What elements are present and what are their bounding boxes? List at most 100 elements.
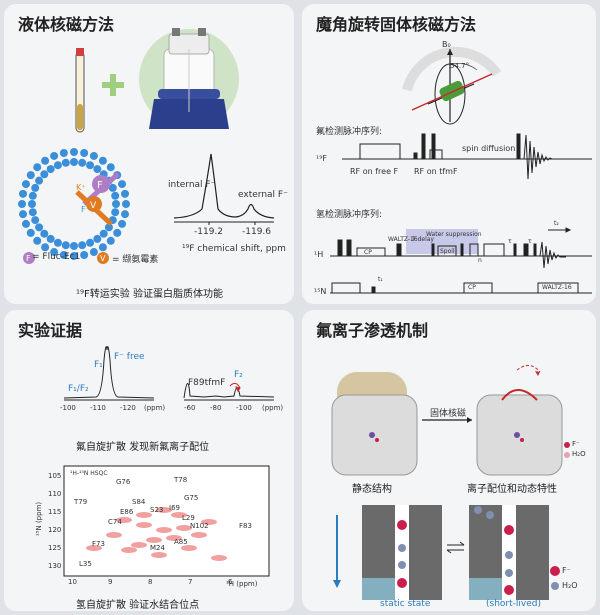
legend2-water: H₂O bbox=[562, 581, 578, 590]
state-static: static state bbox=[380, 599, 431, 609]
f19-pulse-sequence bbox=[342, 133, 592, 180]
svg-text:F: F bbox=[26, 254, 31, 263]
hsqc-peak-label: M24 bbox=[150, 544, 165, 552]
hsqc-xtick: 10 bbox=[68, 578, 77, 586]
equilibrium-arrows-icon bbox=[446, 541, 465, 554]
hsqc-xtick: 6 bbox=[228, 578, 233, 586]
panel-title: 氟离子渗透机制 bbox=[316, 321, 429, 340]
spec1-label: F₁ bbox=[94, 360, 103, 370]
seq2-label: T delay bbox=[412, 236, 434, 243]
seq2-label: τ bbox=[508, 238, 512, 245]
hsqc-ytick: 115 bbox=[48, 508, 62, 516]
hsqc-ylabel: ¹⁵N (ppm) bbox=[35, 501, 44, 537]
hsqc-peak-label: I69 bbox=[169, 504, 180, 512]
liquid-caption: ¹⁹F转运实验 验证蛋白脂质体功能 bbox=[76, 289, 223, 300]
seq1-title: 氟检测脉冲序列: bbox=[316, 127, 383, 137]
hsqc-peak-label: T78 bbox=[174, 476, 188, 484]
evidence-figure bbox=[63, 346, 275, 577]
spec1-label: F⁻ free bbox=[114, 352, 145, 362]
evidence-caption-1: 氟自旋扩散 发现新氟离子配位 bbox=[76, 442, 210, 453]
hsqc-ytick: 130 bbox=[48, 562, 62, 570]
hsqc-ytick: 110 bbox=[48, 490, 62, 498]
channel-dynamic-icon bbox=[469, 505, 549, 600]
b0-label: B₀ bbox=[442, 40, 451, 49]
hsqc-peak-label: F83 bbox=[239, 522, 252, 530]
spec2-tick: -100 bbox=[236, 404, 252, 412]
hsqc-peak-label: E86 bbox=[120, 508, 134, 516]
seq1-label: spin diffusion bbox=[462, 144, 516, 153]
hsqc-xlabel: ¹H (ppm) bbox=[226, 580, 258, 588]
magic-angle-rotor-icon bbox=[402, 47, 502, 125]
downward-arrow-icon bbox=[333, 515, 341, 588]
nmr-tube-icon bbox=[75, 48, 85, 133]
panel-title: 实验证据 bbox=[18, 321, 83, 340]
svg-text:F: F bbox=[97, 180, 103, 191]
spec1-label: F₁/F₂ bbox=[68, 384, 89, 394]
liquid-nmr-figure: F F⁻ V K⁺ F V bbox=[18, 28, 275, 264]
spectrum-peak-internal: internal F⁻ bbox=[168, 180, 216, 190]
legend2-fluoride: F⁻ bbox=[562, 566, 571, 575]
seq2-label: t₂ bbox=[554, 220, 559, 227]
spec2-tick: -80 bbox=[210, 404, 222, 412]
hsqc-xtick: 8 bbox=[148, 578, 153, 586]
panel-mas-nmr: 魔角旋转固体核磁方法 bbox=[302, 4, 596, 304]
hsqc-peak-label: S84 bbox=[132, 498, 146, 506]
mechanism-figure bbox=[331, 365, 570, 600]
spectrum-peak-external: external F⁻ bbox=[238, 190, 288, 200]
panel-title: 液体核磁方法 bbox=[18, 15, 115, 34]
svg-text:V: V bbox=[100, 254, 106, 263]
svg-text:V: V bbox=[90, 201, 97, 211]
seq1-label: RF on tfmF bbox=[414, 167, 458, 176]
panel-mechanism: 氟离子渗透机制 bbox=[302, 310, 596, 611]
plus-icon bbox=[102, 74, 124, 96]
hsqc-ytick: 105 bbox=[48, 472, 62, 480]
caption-dynamic-structure: 离子配位和动态特性 bbox=[467, 484, 557, 495]
state-short-lived: (short-lived) bbox=[486, 599, 541, 609]
legend-v-text: = 缬氨霉素 bbox=[112, 255, 159, 265]
seq2-label: t₁ bbox=[378, 276, 383, 283]
spectrum-tick: -119.6 bbox=[242, 227, 272, 237]
evidence-caption-2: 氢自旋扩散 验证水结合位点 bbox=[76, 600, 200, 611]
hsqc-peak-label: L35 bbox=[79, 560, 92, 568]
seq2-label: CP bbox=[364, 249, 372, 256]
magic-angle-label: 54.7° bbox=[450, 62, 470, 70]
hsqc-peak-label: G76 bbox=[116, 478, 131, 486]
hsqc-peak-label: L29 bbox=[182, 514, 195, 522]
hsqc-peak-label: S23 bbox=[150, 506, 164, 514]
hsqc-ytick: 120 bbox=[48, 526, 62, 534]
spectrum-xlabel: ¹⁹F chemical shift, ppm bbox=[182, 244, 286, 254]
channel-static-icon bbox=[362, 505, 442, 600]
caption-static-structure: 静态结构 bbox=[352, 484, 392, 495]
spec2-label: F₂ bbox=[234, 370, 243, 380]
legend1-fluoride: F⁻ bbox=[572, 440, 580, 448]
hsqc-ytick: 125 bbox=[48, 544, 62, 552]
seq2-label: Spoil bbox=[440, 248, 455, 255]
panel-title: 魔角旋转固体核磁方法 bbox=[316, 15, 477, 34]
seq2-label: WALTZ-16 bbox=[388, 236, 418, 243]
hsqc-peak-label: F73 bbox=[92, 540, 105, 548]
h1-n15-pulse-sequence bbox=[330, 227, 592, 294]
hsqc-peak-label: A85 bbox=[174, 538, 188, 546]
seq2-channel: ¹H bbox=[314, 250, 324, 259]
legend1-water: H₂O bbox=[572, 450, 586, 458]
f19-spin-diffusion-spectrum-1 bbox=[63, 346, 155, 401]
svg-text:F⁻: F⁻ bbox=[81, 205, 90, 214]
f19-spectrum bbox=[173, 153, 275, 225]
seq2-label: n bbox=[478, 257, 482, 264]
spec2-unit: (ppm) bbox=[262, 404, 284, 412]
spec2-tick: -60 bbox=[184, 404, 196, 412]
valinomycin-icon: V K⁺ bbox=[75, 183, 113, 226]
spec1-tick: -110 bbox=[90, 404, 106, 412]
liposome-icon bbox=[18, 148, 130, 260]
spectrum-tick: -119.2 bbox=[194, 227, 224, 237]
panel-liquid-nmr: 液体核磁方法 F F⁻ bbox=[4, 4, 294, 304]
spec1-tick: -100 bbox=[60, 404, 76, 412]
seq1-label: RF on free F bbox=[350, 167, 399, 176]
spec1-unit: (ppm) bbox=[144, 404, 166, 412]
f19-spin-diffusion-spectrum-2 bbox=[183, 382, 275, 401]
arrow-icon bbox=[422, 417, 472, 423]
spec1-tick: -120 bbox=[120, 404, 136, 412]
legend-f-text: = Fluc-Ec1 bbox=[32, 252, 81, 262]
nmr-magnet-icon bbox=[139, 28, 239, 129]
hsqc-header: ¹H-¹⁵N HSQC bbox=[70, 470, 108, 477]
